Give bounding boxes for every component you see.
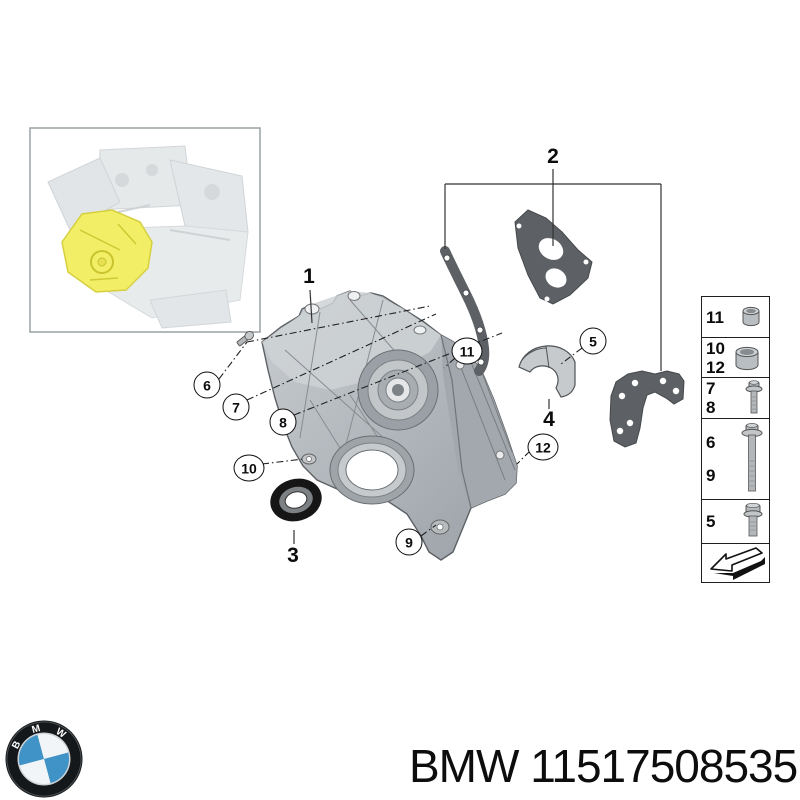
part-number-text: BMW 11517508535 <box>409 740 798 792</box>
callout-lines <box>293 169 662 544</box>
bmw-roundel-logo: B M W <box>3 719 85 800</box>
legend-label: 12 <box>706 357 725 377</box>
legend-label: 5 <box>706 512 716 531</box>
callout-9: 9 <box>395 528 423 556</box>
callout-4: 4 <box>543 408 555 431</box>
engine-thumbnail <box>29 127 261 333</box>
legend-label: 7 <box>706 379 716 398</box>
legend-row-bolt-short: 7 8 <box>702 378 769 419</box>
leader-lines <box>218 305 583 537</box>
legend-row-direction <box>702 544 769 582</box>
legend-label: 10 <box>706 338 725 358</box>
callout-3: 3 <box>287 544 299 567</box>
logo-letter-m: M <box>31 723 42 736</box>
timing-case-gasket-left <box>440 246 490 376</box>
stud-bolt <box>236 330 254 347</box>
shaft-seal-part <box>270 478 322 522</box>
legend-label: 8 <box>706 398 716 417</box>
highlighted-timing-cover <box>61 209 153 293</box>
lower-opening <box>329 435 415 505</box>
callout-7: 7 <box>222 393 250 421</box>
timing-case-gasket-middle <box>514 209 593 305</box>
bushing-large-icon <box>732 342 764 374</box>
callout-6: 6 <box>193 371 221 399</box>
callout-11: 11 <box>451 337 483 365</box>
flange-bolt-long-icon <box>740 421 764 497</box>
callout-12: 12 <box>527 433 559 461</box>
logo-letter-b: B <box>10 739 23 750</box>
legend-label: 11 <box>706 307 724 327</box>
callout-10: 10 <box>233 454 265 482</box>
guard-shell-part <box>518 345 576 398</box>
crankshaft-boss <box>357 349 439 431</box>
bushing-small-icon <box>738 303 764 331</box>
direction-arrow-icon <box>706 545 766 581</box>
bracket-plate-right <box>609 370 685 448</box>
callout-1: 1 <box>303 265 315 288</box>
flange-bolt-short-icon <box>744 379 764 417</box>
legend-row-bushing-large: 10 12 <box>702 338 769 378</box>
callout-8: 8 <box>269 408 297 436</box>
callout-5: 5 <box>579 327 607 355</box>
callout-2: 2 <box>547 145 559 168</box>
legend-row-bolt-stubby: 5 <box>702 500 769 544</box>
legend-label: 9 <box>706 466 716 485</box>
flange-bolt-stubby-icon <box>742 502 764 542</box>
legend-label: 6 <box>706 433 716 452</box>
legend-row-bolt-long: 6 9 <box>702 419 769 500</box>
fastener-legend: 11 10 12 <box>701 296 770 583</box>
legend-row-bushing-small: 11 <box>702 297 769 338</box>
